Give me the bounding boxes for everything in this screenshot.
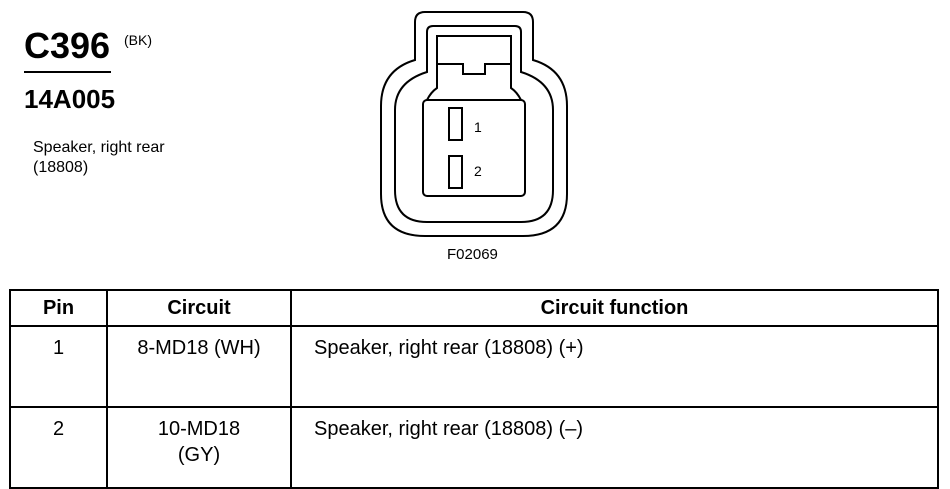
pin-label-1: 1 — [474, 119, 482, 135]
connector-id: C396 — [24, 25, 111, 66]
table-header-row: Pin Circuit Circuit function — [9, 289, 939, 327]
connector-outer-shell — [380, 11, 568, 237]
description-line-1: Speaker, right rear — [33, 139, 165, 156]
connector-face-diagram: 1 2 — [380, 11, 568, 237]
row-circuit: 10-MD18 (GY) — [106, 406, 292, 489]
row-circuit-function: Speaker, right rear (18808) (–) — [290, 406, 939, 489]
row-circuit-line-1: 10-MD18 — [157, 418, 241, 440]
row-pin: 2 — [9, 406, 108, 489]
row-circuit: 8-MD18 (WH) — [106, 325, 292, 408]
connector-description: Speaker, right rear (18808) — [33, 138, 165, 178]
row-circuit-line-1: 8-MD18 (WH) — [137, 337, 261, 359]
locking-tab-latch — [437, 63, 511, 75]
table-row: 1 8-MD18 (WH) Speaker, right rear (18808… — [9, 325, 939, 408]
row-circuit-line-2: (GY) — [177, 444, 221, 466]
title-underline — [24, 71, 111, 73]
row-circuit-function: Speaker, right rear (18808) (+) — [290, 325, 939, 408]
part-number: 14A005 — [24, 84, 116, 114]
connector-color-code: (BK) — [124, 32, 152, 48]
pin-cavity-1 — [448, 107, 463, 141]
header-circuit: Circuit — [106, 289, 292, 327]
connector-inner-seal — [394, 25, 554, 223]
description-line-2: (18808) — [33, 159, 89, 176]
table-row: 2 10-MD18 (GY) Speaker, right rear (1880… — [9, 406, 939, 489]
pin-label-2: 2 — [474, 163, 482, 179]
row-pin: 1 — [9, 325, 108, 408]
figure-id: F02069 — [447, 246, 498, 263]
pin-cavity-2 — [448, 155, 463, 189]
header-circuit-function: Circuit function — [290, 289, 939, 327]
header-pin: Pin — [9, 289, 108, 327]
pin-table: Pin Circuit Circuit function 1 8-MD18 (W… — [9, 289, 939, 489]
locking-tab — [425, 35, 523, 101]
terminal-body — [422, 99, 526, 197]
